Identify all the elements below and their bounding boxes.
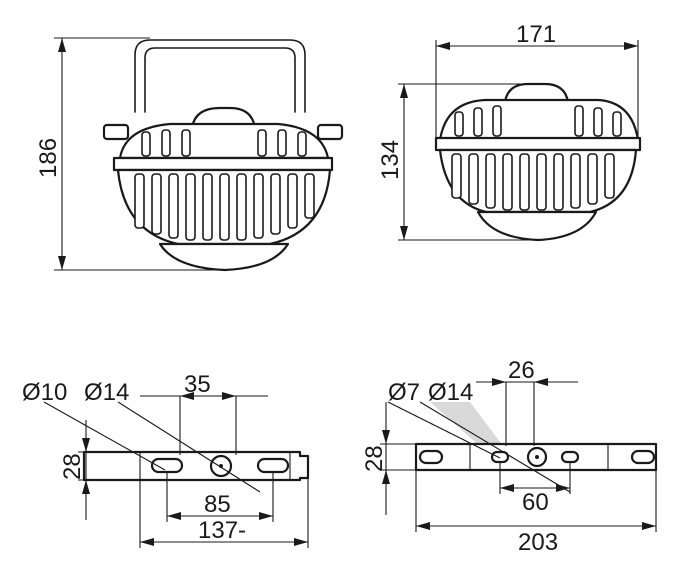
bracket-b-height-label: 28 — [361, 445, 388, 472]
front-height-label: 186 — [35, 138, 62, 178]
bracket-b-hole-large-label: Ø14 — [428, 379, 473, 406]
front-fins — [134, 129, 315, 241]
bracket-b: Ø7 Ø14 26 60 203 28 — [361, 357, 658, 556]
side-height-label: 134 — [377, 140, 404, 180]
bracket-b-slot-spacing-label: 60 — [522, 489, 549, 516]
side-view: 171 134 — [377, 21, 642, 242]
bracket-b-hole-spacing-label: 26 — [508, 357, 535, 384]
side-fins — [451, 105, 622, 211]
bracket-b-hole-small-label: Ø7 — [388, 379, 420, 406]
bracket-a-hole-large-label: Ø14 — [84, 379, 129, 406]
bracket-a-length-label: 137- — [198, 517, 246, 544]
bracket-a-height-label: 28 — [59, 453, 86, 480]
bracket-a-hole-spacing-label: 35 — [184, 371, 211, 398]
side-width-label: 171 — [516, 21, 556, 48]
bracket-b-length-label: 203 — [518, 529, 558, 556]
front-view: 186 — [35, 37, 344, 272]
bracket-a: Ø10 Ø14 35 85 137- 28 — [22, 371, 310, 548]
bracket-a-hole-small-label: Ø10 — [22, 379, 67, 406]
bracket-a-slot-spacing-label: 85 — [204, 491, 231, 518]
